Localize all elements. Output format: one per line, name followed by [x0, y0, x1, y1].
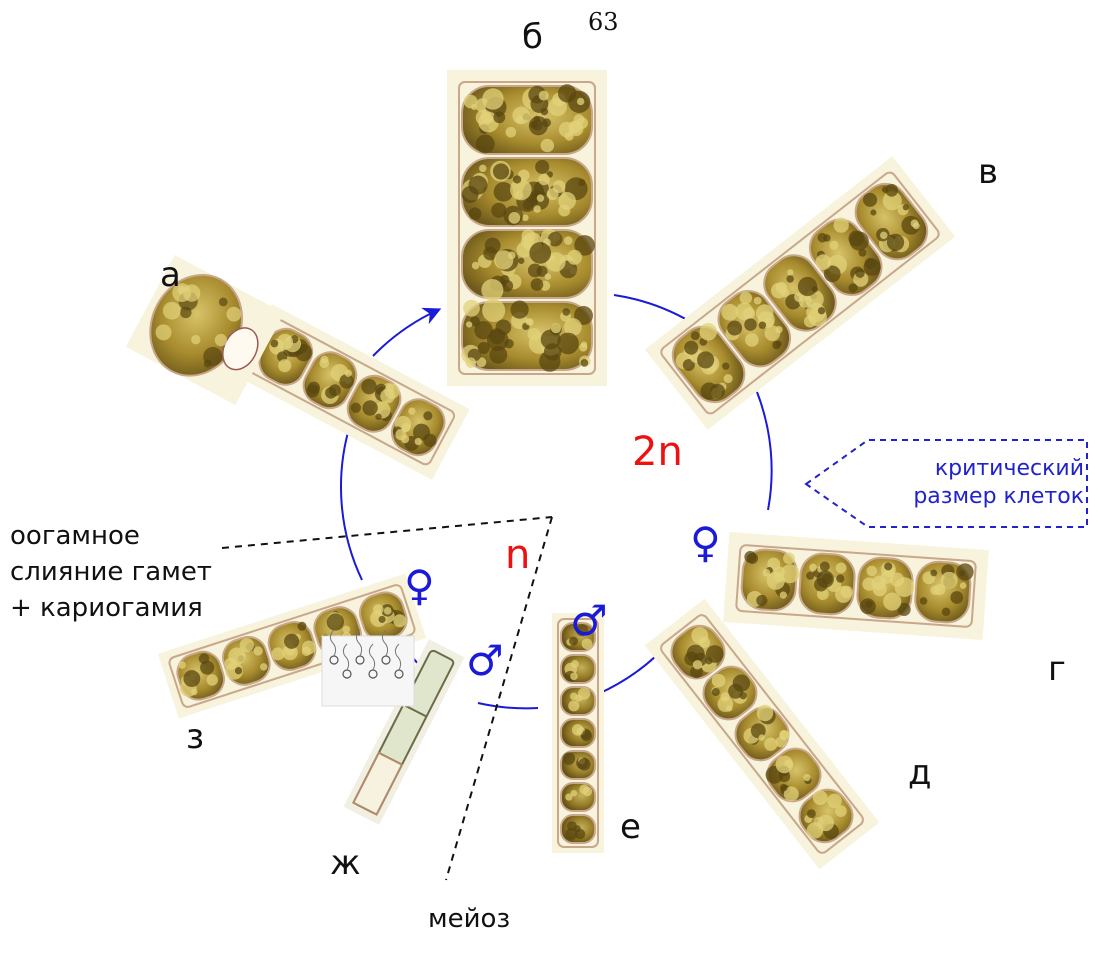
- stage-label-d: д: [908, 756, 932, 790]
- fusion-note: оогамное слияние гамет + кариогамия: [10, 518, 212, 626]
- diatom-cell: [798, 552, 856, 616]
- fusion-pointer-line: [222, 517, 552, 548]
- stage-label-v: в: [978, 155, 998, 189]
- filament-d: [645, 599, 880, 870]
- cycle-arc-right-lower: [757, 392, 772, 510]
- male-symbol-right: ♂: [570, 600, 608, 642]
- diatom-cell: [462, 158, 592, 226]
- diploid-label: 2n: [632, 432, 683, 472]
- female-symbol-right: ♀: [690, 522, 721, 564]
- stage-label-e: е: [620, 810, 641, 844]
- diatom-cell: [561, 815, 595, 843]
- diatom-cell: [561, 655, 595, 683]
- female-symbol-left: ♀: [404, 565, 435, 607]
- diatom-cell: [856, 556, 916, 620]
- cycle-arc-upper-left: [373, 310, 438, 356]
- critical-size-line-2: размер клеток: [870, 483, 1084, 511]
- filaments-layer: [126, 70, 989, 869]
- filament-e: [552, 613, 604, 853]
- sperm-sketch: [322, 630, 414, 706]
- meiosis-line: [446, 517, 552, 880]
- diatom-cell: [561, 751, 595, 779]
- cycle-arc-left: [341, 425, 362, 580]
- critical-size-note: критический размер клеток: [870, 455, 1084, 511]
- filament-g: [723, 532, 989, 640]
- diatom-cell: [462, 84, 592, 154]
- haploid-label: n: [505, 535, 530, 575]
- diatom-cell: [914, 560, 974, 624]
- diatom-cell: [561, 719, 595, 747]
- male-symbol-left: ♂: [466, 640, 504, 682]
- meiosis-note: мейоз: [428, 906, 510, 932]
- diatom-cell: [462, 229, 595, 301]
- cycle-arc-bottom: [478, 703, 538, 708]
- page-number: 63: [588, 10, 619, 34]
- stage-label-b: б: [522, 20, 543, 54]
- stage-label-z: з: [186, 720, 204, 754]
- filament-b: [447, 70, 607, 386]
- stage-label-g: г: [1048, 652, 1066, 686]
- stage-label-zh: ж: [330, 846, 361, 880]
- stage-label-a: а: [160, 258, 181, 292]
- diatom-cell: [461, 299, 593, 372]
- filament-v: [645, 156, 955, 430]
- diatom-cell: [561, 687, 595, 715]
- critical-size-line-1: критический: [870, 455, 1084, 483]
- diatom-cell: [561, 783, 595, 811]
